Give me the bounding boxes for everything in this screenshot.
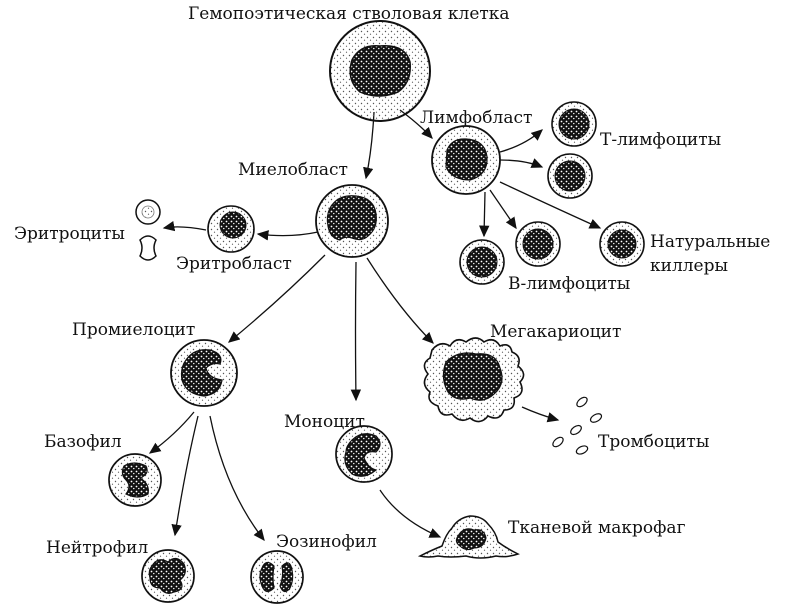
label-promyelocyte: Промиелоцит (72, 320, 196, 340)
stem-cell (329, 20, 431, 122)
arrow-lymphoblast-to-nk (499, 181, 602, 229)
label-erythroblast: Эритробласт (176, 254, 292, 274)
erythroblast-cell (207, 205, 255, 253)
label-lymphoblast: Лимфобласт (420, 108, 533, 128)
arrow-stem-to-myeloblast (363, 111, 375, 180)
megakaryocyte-cell (423, 337, 525, 423)
t-lymphocyte-1 (551, 101, 597, 147)
arrow-megakaryocyte-to-platelets (521, 406, 560, 423)
eosinophil-cell (250, 550, 304, 604)
arrow-promyelocyte-to-basophil (148, 411, 195, 454)
label-t-lymphocytes: Т-лимфоциты (600, 130, 722, 150)
label-natural-killers-1: Натуральные (650, 232, 771, 252)
arrow-lymphoblast-to-b1 (479, 191, 490, 238)
arrow-promyelocyte-to-neutrophil (171, 415, 199, 537)
arrow-myeloblast-to-megakaryocyte (366, 257, 434, 344)
label-natural-killers-2: киллеры (650, 256, 729, 276)
b-lymphocyte-2 (515, 221, 561, 267)
arrow-lymphoblast-to-t1 (499, 129, 543, 153)
label-erythrocytes: Эритроциты (14, 224, 125, 244)
erythrocyte-face (135, 199, 161, 225)
label-stem-cell: Гемопоэтическая стволовая клетка (188, 4, 510, 24)
label-eosinophil: Эозинофил (276, 532, 377, 552)
basophil-cell (108, 453, 162, 507)
tissue-macrophage-cell (417, 515, 520, 559)
lymphoblast-cell (431, 125, 501, 195)
platelets-group (552, 396, 603, 455)
neutrophil-cell (141, 549, 195, 603)
monocyte-cell (335, 425, 393, 483)
arrow-lymphoblast-to-b2 (489, 189, 517, 230)
arrow-erythroblast-to-erythrocytes (162, 220, 207, 232)
label-monocyte: Моноцит (284, 412, 365, 432)
arrow-lymphoblast-to-t2 (499, 158, 544, 168)
label-tissue-macrophage: Тканевой макрофаг (508, 518, 686, 538)
label-platelets: Тромбоциты (598, 432, 710, 452)
t-lymphocyte-2 (547, 153, 593, 199)
arrow-myeloblast-to-promyelocyte (227, 254, 326, 343)
arrow-myeloblast-to-erythroblast (256, 230, 319, 241)
myeloblast-cell (315, 184, 389, 258)
arrow-monocyte-to-macrophage (379, 489, 442, 538)
arrow-myeloblast-to-monocyte (350, 261, 362, 402)
arrow-promyelocyte-to-eosinophil (209, 415, 265, 542)
promyelocyte-cell (170, 339, 238, 407)
label-myeloblast: Миелобласт (238, 160, 348, 180)
erythrocyte-side (139, 235, 157, 261)
b-lymphocyte-1 (459, 239, 505, 285)
label-basophil: Базофил (44, 432, 122, 452)
label-megakaryocyte: Мегакариоцит (490, 322, 622, 342)
label-neutrophil: Нейтрофил (46, 538, 149, 558)
natural-killer-cell (599, 221, 645, 267)
label-b-lymphocytes: В-лимфоциты (508, 274, 631, 294)
